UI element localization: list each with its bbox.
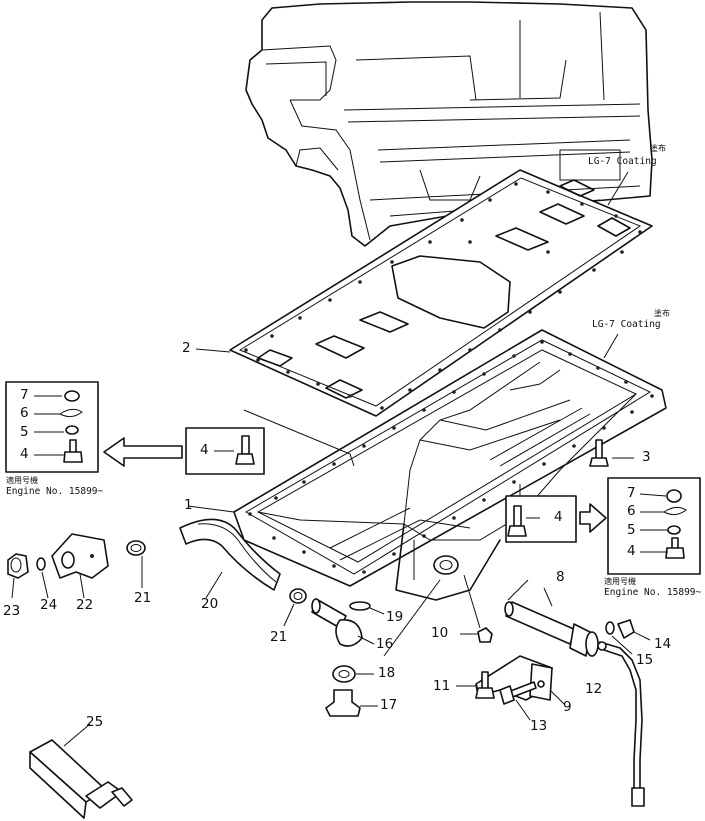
bolt-box-left	[185, 427, 265, 475]
callout-part-19: 19	[386, 609, 404, 625]
callout-part-21-a: 21	[134, 590, 152, 606]
serial-note-left-jp: 適用号機	[6, 476, 38, 485]
callout-part-4-right: 4	[554, 509, 563, 525]
callout-part-9: 9	[563, 699, 572, 715]
dipstick-tube	[504, 587, 645, 807]
bolt-part-13	[499, 681, 537, 721]
callout-part-21-b: 21	[270, 629, 288, 645]
inset-left-item-5: 5	[20, 424, 29, 440]
inset-left-item-4: 4	[20, 446, 29, 462]
inset-right-item-5: 5	[627, 522, 636, 538]
arrow-right	[579, 503, 607, 533]
plug-part-23	[7, 553, 29, 599]
tool-part-25	[29, 723, 133, 819]
callout-part-1: 1	[184, 497, 193, 513]
oil-pan	[187, 329, 667, 657]
callout-part-20: 20	[201, 596, 219, 612]
drain-fitting-16	[311, 598, 375, 647]
callout-part-14: 14	[654, 636, 672, 652]
seal-part-19	[349, 601, 385, 615]
callout-part-11: 11	[433, 678, 451, 694]
coating-note-2-jp: 塗布	[654, 309, 670, 318]
callout-part-10: 10	[431, 625, 449, 641]
inset-right-item-7: 7	[627, 485, 636, 501]
serial-note-right-en: Engine No. 15899~	[604, 587, 702, 598]
callout-part-23: 23	[3, 603, 21, 619]
bolt-part-11	[456, 671, 495, 699]
callout-part-22: 22	[76, 597, 94, 613]
callout-part-24: 24	[40, 597, 58, 613]
inset-left-item-7: 7	[20, 387, 29, 403]
callout-part-4-left: 4	[200, 442, 209, 458]
bolt-box-right	[505, 495, 577, 543]
engine-block	[245, 1, 653, 247]
nut-part-14	[617, 619, 651, 641]
bolt-part-3	[589, 439, 634, 467]
inset-right-item-4: 4	[627, 543, 636, 559]
clamp-part-21-b	[283, 588, 307, 627]
elbow-part-22	[51, 533, 109, 599]
callout-part-12: 12	[585, 681, 603, 697]
callout-part-3: 3	[642, 449, 651, 465]
callout-part-2: 2	[182, 340, 191, 356]
gasket	[195, 169, 653, 417]
coating-note-1-en: LG-7 Coating	[588, 156, 657, 167]
callout-part-18: 18	[378, 665, 396, 681]
serial-note-left-en: Engine No. 15899~	[6, 486, 104, 497]
callout-part-25: 25	[86, 714, 104, 730]
callout-part-15: 15	[636, 652, 654, 668]
arrow-left	[103, 437, 183, 467]
inset-right	[607, 477, 701, 575]
inset-right-item-6: 6	[627, 503, 636, 519]
serial-note-right-jp: 適用号機	[604, 577, 636, 586]
washer-part-15	[605, 621, 633, 655]
clamp-part-21-a	[126, 540, 146, 588]
hose-part-20	[179, 518, 281, 599]
callout-part-17: 17	[380, 697, 398, 713]
callout-part-8: 8	[556, 569, 565, 585]
plug-part-17	[325, 689, 378, 717]
washer-part-18	[332, 665, 374, 683]
o-ring-part-24	[36, 557, 49, 599]
inset-left-item-6: 6	[20, 405, 29, 421]
coating-note-1-jp: 塗布	[650, 144, 666, 153]
callout-part-16: 16	[376, 636, 394, 652]
nut-part-10	[460, 627, 493, 643]
inset-left	[5, 381, 99, 473]
callout-part-13: 13	[530, 718, 548, 734]
coating-note-2-en: LG-7 Coating	[592, 319, 661, 330]
